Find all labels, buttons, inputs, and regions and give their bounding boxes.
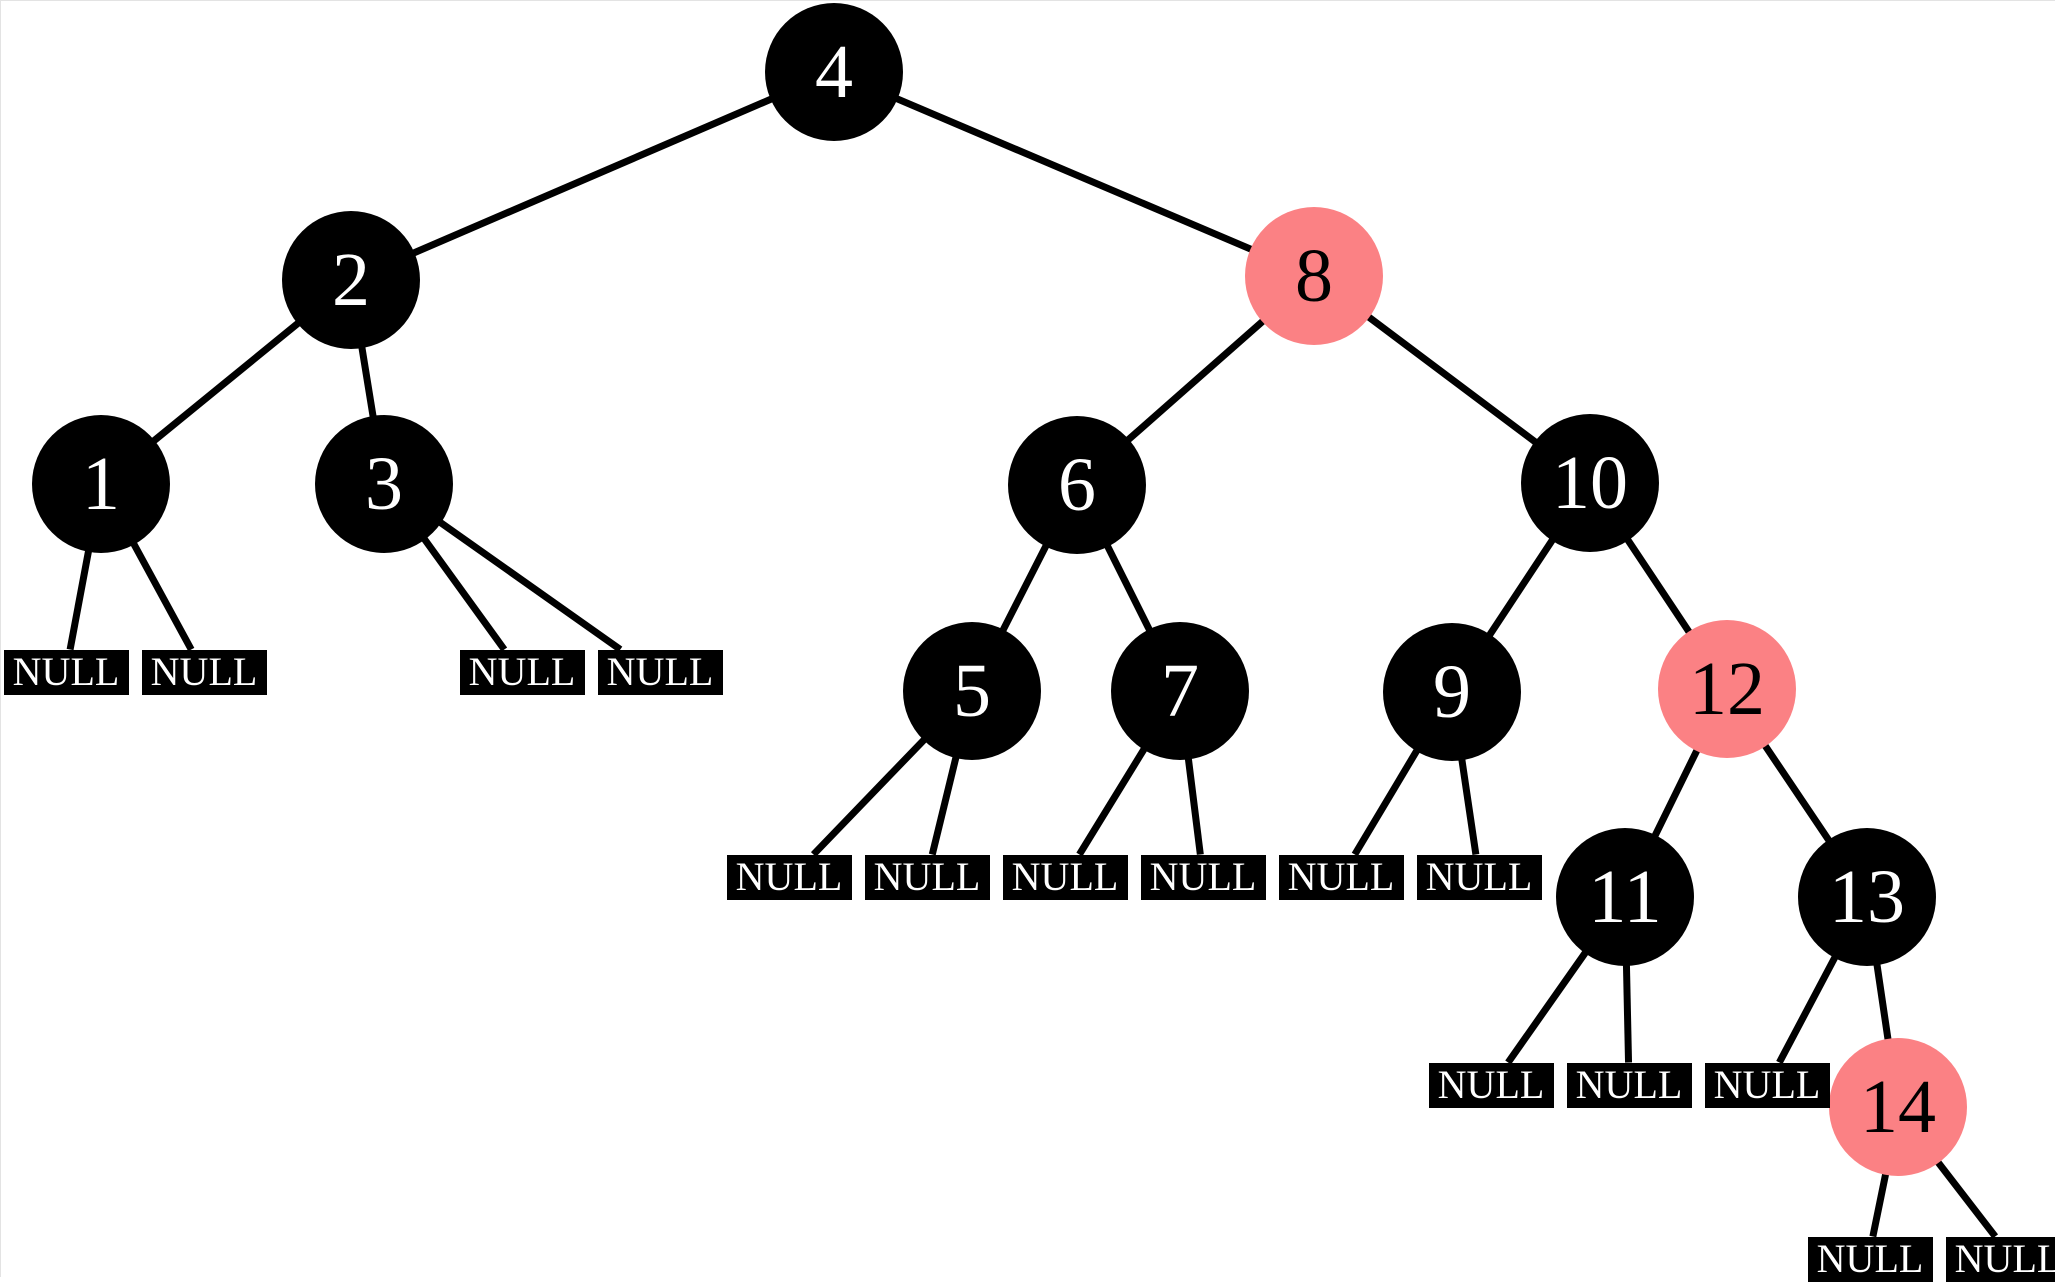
tree-null-leaf: NULL — [598, 650, 723, 695]
tree-node-6[interactable]: 6 — [1008, 416, 1146, 554]
tree-null-leaf: NULL — [1429, 1063, 1554, 1108]
tree-edge-n4-n8 — [896, 98, 1253, 250]
tree-node-label: 14 — [1860, 1069, 1936, 1145]
tree-node-12[interactable]: 12 — [1658, 620, 1796, 758]
tree-node-label: 13 — [1829, 859, 1905, 935]
tree-null-leaf: NULL — [1141, 855, 1266, 900]
tree-edge-n6-n5 — [1002, 545, 1046, 632]
tree-node-9[interactable]: 9 — [1383, 623, 1521, 761]
tree-edge-n5-u6 — [932, 756, 956, 854]
tree-node-2[interactable]: 2 — [282, 211, 420, 349]
tree-edge-n4-n2 — [413, 99, 773, 254]
tree-edge-n5-u5 — [813, 739, 925, 855]
tree-edge-n2-n1 — [153, 322, 299, 441]
tree-edge-n7-u7 — [1079, 748, 1144, 855]
tree-null-leaf: NULL — [460, 650, 585, 695]
tree-edge-n12-n13 — [1764, 745, 1829, 842]
tree-edge-n11-u12 — [1626, 964, 1628, 1063]
tree-null-leaf: NULL — [727, 855, 852, 900]
tree-edge-n12-n11 — [1654, 749, 1697, 837]
tree-node-label: 4 — [815, 34, 853, 110]
tree-node-label: 11 — [1588, 859, 1661, 935]
tree-edge-n9-u10 — [1462, 758, 1476, 854]
tree-edge-n8-n6 — [1127, 320, 1263, 440]
tree-edge-n8-n10 — [1368, 316, 1537, 443]
tree-node-5[interactable]: 5 — [903, 622, 1041, 760]
tree-node-14[interactable]: 14 — [1829, 1038, 1967, 1176]
tree-edge-n6-n7 — [1107, 545, 1150, 631]
tree-node-4[interactable]: 4 — [765, 3, 903, 141]
tree-edge-n1-u2 — [133, 543, 191, 650]
tree-node-11[interactable]: 11 — [1556, 828, 1694, 966]
tree-edge-n13-n14 — [1877, 963, 1888, 1040]
tree-edge-n7-u8 — [1188, 757, 1200, 854]
tree-edge-n14-u15 — [1937, 1161, 1995, 1236]
tree-null-leaf: NULL — [1808, 1237, 1933, 1282]
tree-node-label: 7 — [1161, 653, 1199, 729]
tree-node-label: 5 — [953, 653, 991, 729]
tree-null-leaf: NULL — [4, 650, 129, 695]
tree-node-3[interactable]: 3 — [315, 415, 453, 553]
tree-null-leaf: NULL — [1417, 855, 1542, 900]
tree-node-label: 10 — [1552, 445, 1628, 521]
tree-null-leaf: NULL — [865, 855, 990, 900]
tree-edge-n14-u14 — [1873, 1173, 1886, 1237]
tree-edge-n2-n3 — [362, 346, 374, 418]
tree-node-label: 3 — [365, 446, 403, 522]
tree-node-label: 12 — [1689, 651, 1765, 727]
tree-edge-n13-u13 — [1779, 956, 1835, 1062]
tree-edge-n3-u3 — [424, 538, 505, 649]
tree-node-label: 9 — [1433, 654, 1471, 730]
tree-node-label: 2 — [332, 242, 370, 318]
tree-edge-n1-u1 — [70, 550, 89, 650]
tree-edge-n3-u4 — [439, 522, 620, 650]
tree-node-label: 8 — [1295, 238, 1333, 314]
tree-node-7[interactable]: 7 — [1111, 622, 1249, 760]
tree-node-label: 1 — [82, 446, 120, 522]
tree-edge-n10-n9 — [1489, 539, 1553, 636]
tree-edge-n11-u11 — [1508, 952, 1586, 1063]
tree-edge-n9-u9 — [1355, 749, 1418, 854]
tree-node-10[interactable]: 10 — [1521, 414, 1659, 552]
tree-null-leaf: NULL — [1567, 1063, 1692, 1108]
tree-null-leaf: NULL — [1946, 1237, 2055, 1282]
tree-node-13[interactable]: 13 — [1798, 828, 1936, 966]
tree-null-leaf: NULL — [1279, 855, 1404, 900]
tree-null-leaf: NULL — [142, 650, 267, 695]
tree-null-leaf: NULL — [1705, 1063, 1830, 1108]
tree-null-leaf: NULL — [1003, 855, 1128, 900]
tree-node-8[interactable]: 8 — [1245, 207, 1383, 345]
tree-node-label: 6 — [1058, 447, 1096, 523]
tree-node-1[interactable]: 1 — [32, 415, 170, 553]
tree-edge-n10-n12 — [1627, 539, 1690, 633]
